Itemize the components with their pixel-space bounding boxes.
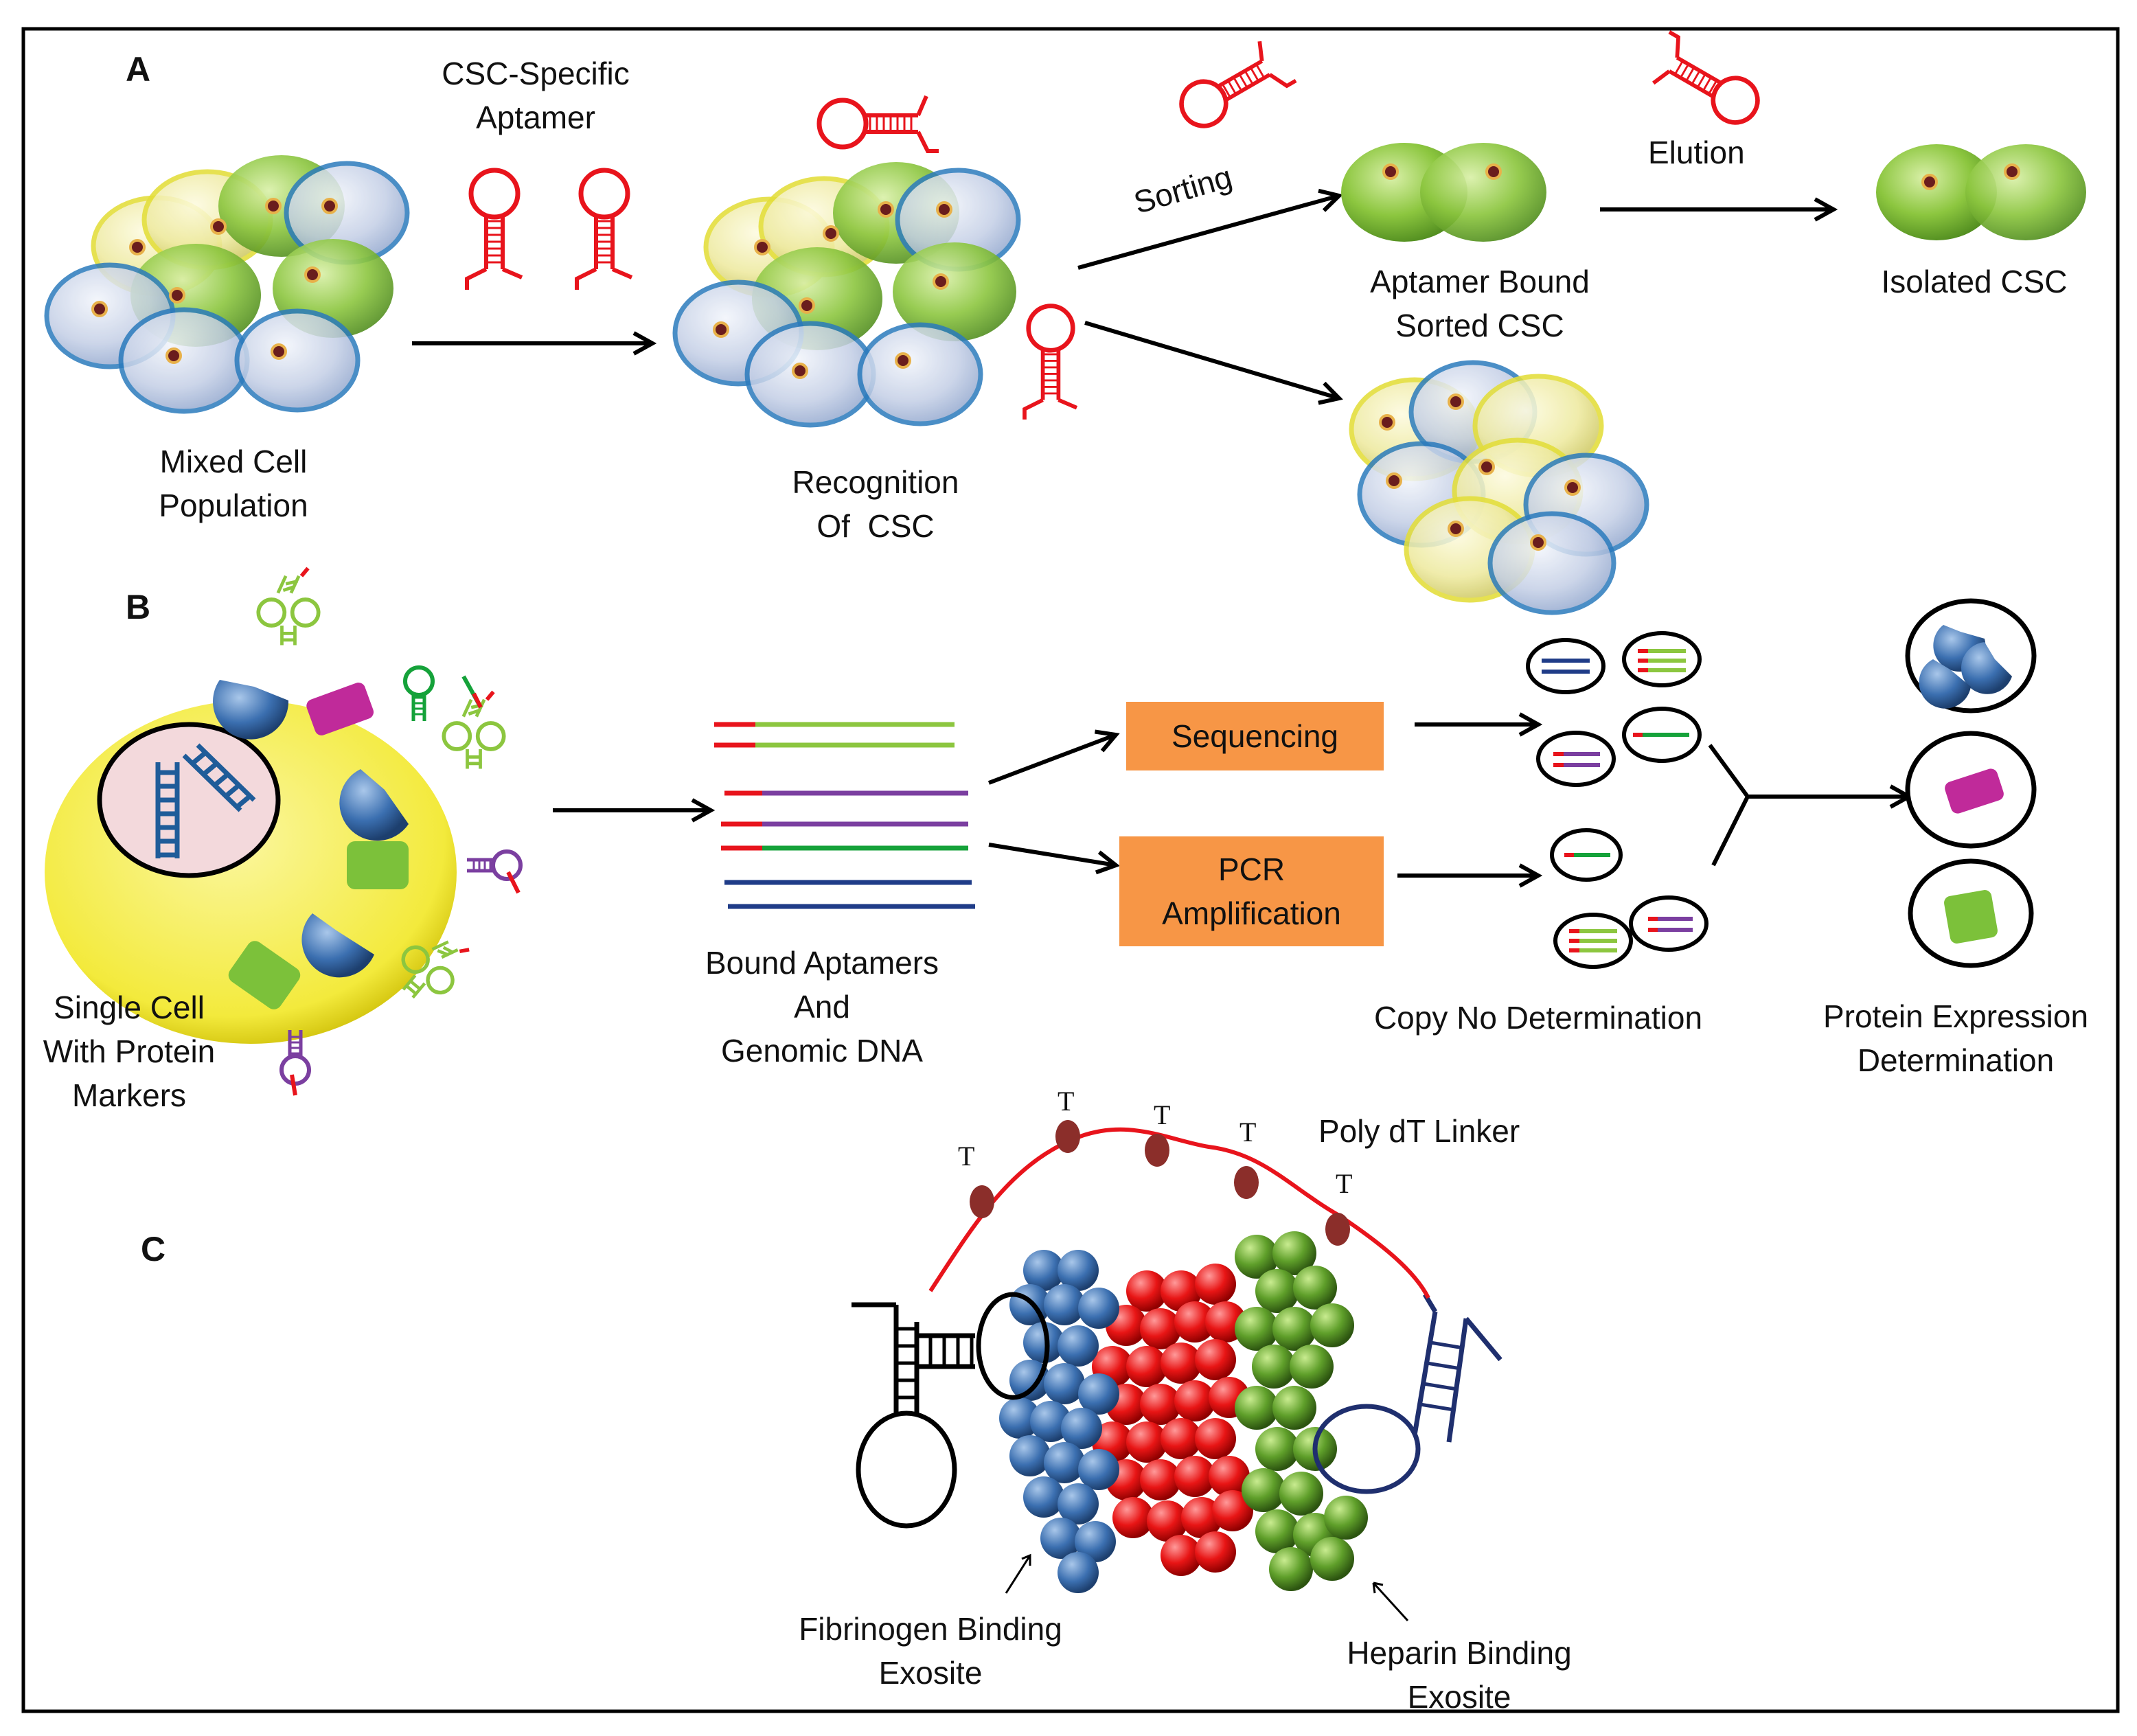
green-receptor-icon	[347, 841, 409, 889]
arrow-sorting	[1077, 196, 1339, 270]
linker-beads	[970, 1120, 1350, 1246]
panel-label-c: C	[141, 1230, 166, 1268]
green-receptor-icon	[1944, 890, 1998, 944]
arrow-to-sequencing	[987, 735, 1116, 785]
panel-label-b: B	[126, 588, 151, 626]
isolated-csc-label: Isolated CSC	[1881, 264, 2068, 299]
panel-label-a: A	[126, 50, 151, 89]
magenta-receptor-icon	[1945, 768, 2004, 814]
blue-receptor-icon	[1919, 659, 1971, 709]
blue-receptor-icon	[339, 769, 409, 841]
sorted-csc-pair	[1341, 143, 1546, 242]
dna-ladder-icon	[155, 743, 256, 858]
poly-dt-linker	[928, 1127, 1430, 1299]
magenta-receptor-icon	[306, 683, 374, 735]
poly-dt-linker-label: Poly dT Linker	[1318, 1113, 1520, 1149]
arrow-unbound	[1084, 321, 1339, 398]
copy-no-determination-label: Copy No Determination	[1373, 1000, 1703, 1036]
blue-receptor-icon	[1961, 642, 2012, 694]
isolated-csc-pair	[1876, 144, 2086, 240]
t-label: T	[1239, 1117, 1257, 1147]
navy-aptamer	[1312, 1293, 1502, 1494]
t-label: T	[1154, 1099, 1171, 1130]
sorting-label: Sorting	[1130, 158, 1236, 220]
merge-bracket	[1708, 744, 1909, 867]
elution-label: Elution	[1648, 135, 1745, 170]
mixed-cell-cluster	[44, 155, 410, 414]
t-label: T	[958, 1141, 975, 1172]
single-cell-with-markers	[45, 568, 521, 1096]
t-label: T	[1058, 1086, 1075, 1117]
heparin-pointer	[1372, 1581, 1409, 1622]
arrow-to-pcr	[988, 843, 1116, 865]
t-label: T	[1336, 1168, 1353, 1199]
bound-aptamer-strands	[714, 722, 975, 909]
sequencing-box: Sequencing	[1126, 702, 1384, 770]
black-aptamer	[852, 1292, 1050, 1529]
figure-frame	[21, 27, 2120, 1713]
unbound-cell-cluster	[1349, 360, 1649, 615]
green-receptor-icon	[228, 941, 301, 1009]
thrombin-molecule	[999, 1231, 1368, 1593]
fibrinogen-pointer	[1005, 1553, 1031, 1594]
blue-receptor-icon	[301, 913, 374, 978]
blue-receptor-icon	[213, 680, 289, 740]
recognition-cell-cluster	[672, 162, 1021, 428]
